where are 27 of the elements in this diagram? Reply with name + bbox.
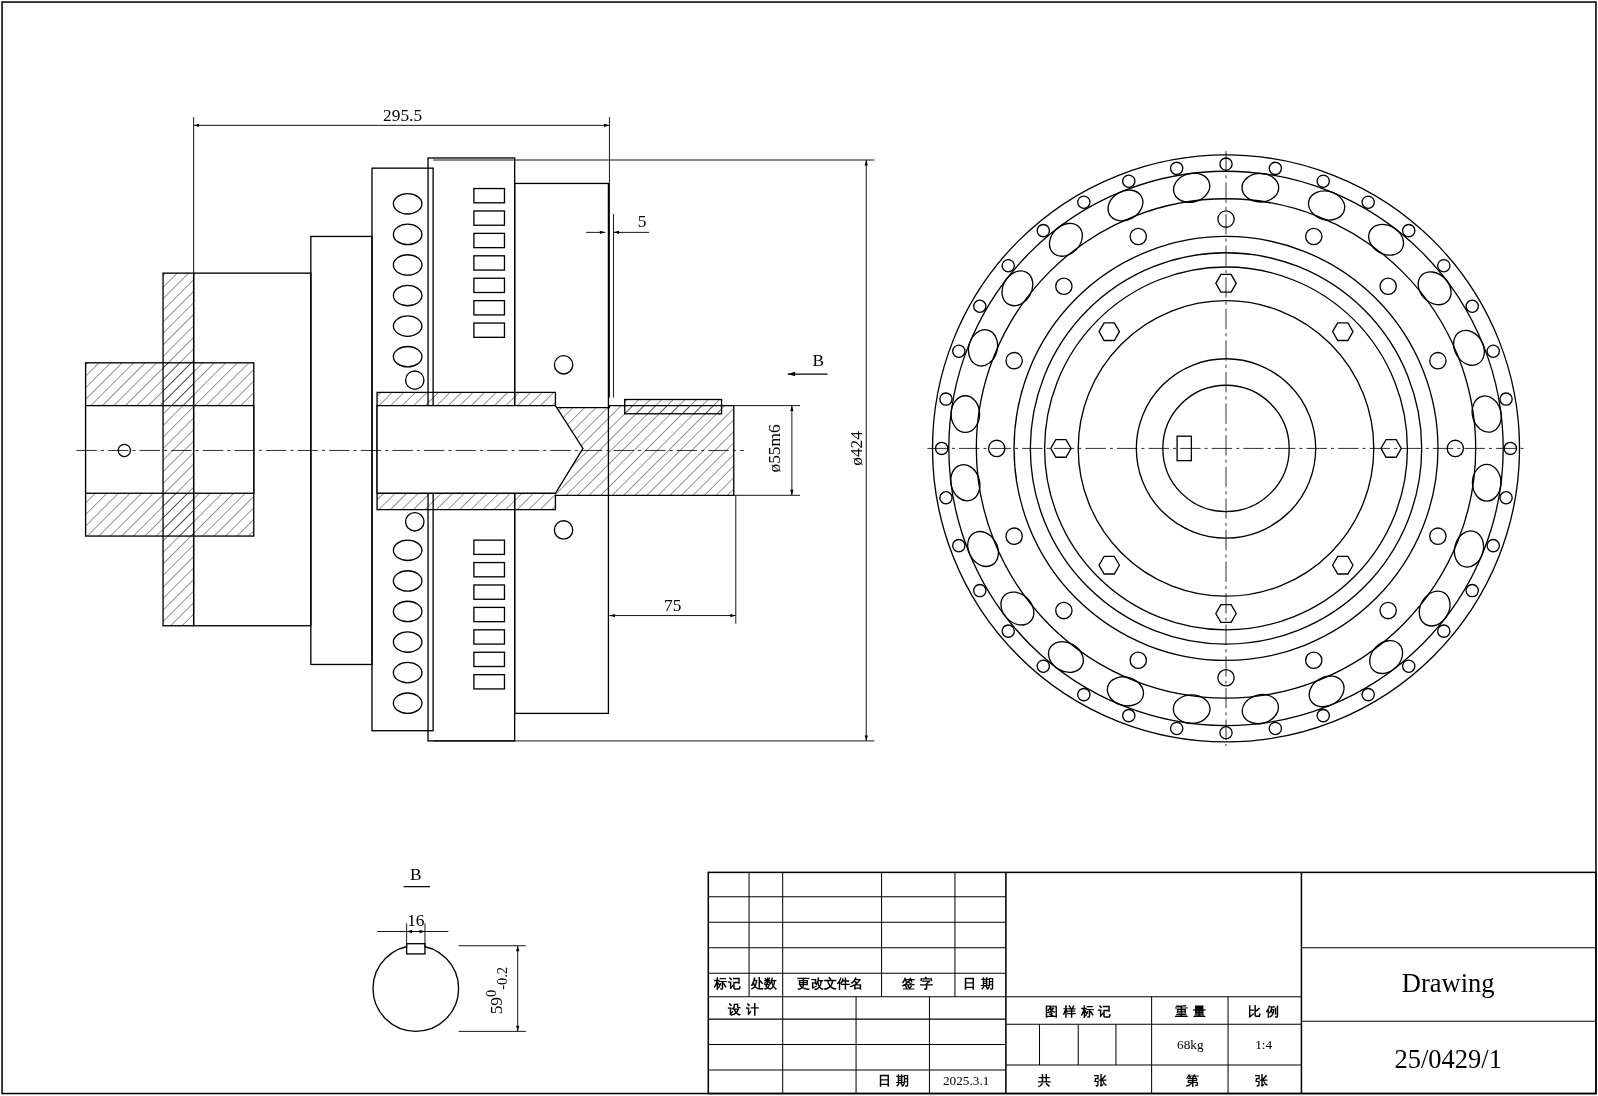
title-block-text: 共 xyxy=(1038,1073,1052,1087)
title-block-text: 图 样 标 记 xyxy=(1044,1004,1112,1018)
title-block-text: 第 xyxy=(1185,1073,1199,1087)
title-block-text: 比 例 xyxy=(1248,1004,1280,1018)
title-block-text: 张 xyxy=(1094,1073,1108,1087)
view-label: B xyxy=(812,352,825,370)
title-block-text: 标记 xyxy=(714,976,741,991)
title-block-text: 处数 xyxy=(751,976,778,991)
dimension-label: 5 xyxy=(637,212,647,230)
title-block-text: 设 计 xyxy=(728,1002,760,1016)
dimension-label: 295.5 xyxy=(383,106,423,124)
title-block-text: 日 期 xyxy=(962,976,994,991)
dimension-label: ø424 xyxy=(847,431,865,466)
title-block-text: 2025.3.1 xyxy=(942,1073,990,1087)
dimension-label: ø55m6 xyxy=(765,424,784,473)
title-block-text: Drawing xyxy=(1401,970,1495,997)
title-block-text: 1:4 xyxy=(1255,1038,1273,1052)
title-block-text: 更改文件名 xyxy=(797,976,864,991)
title-block-text: 68kg xyxy=(1177,1038,1204,1052)
title-block-text: 25/0429/1 xyxy=(1394,1046,1502,1074)
title-block-text: 重 量 xyxy=(1174,1004,1206,1018)
view-label: B xyxy=(410,865,422,884)
title-block-text: 签 字 xyxy=(901,976,933,991)
title-block-text: 张 xyxy=(1255,1073,1269,1087)
dimension-label: 75 xyxy=(663,596,682,615)
title-block-text: 日 期 xyxy=(878,1073,910,1087)
dimension-label: 16 xyxy=(407,911,425,929)
